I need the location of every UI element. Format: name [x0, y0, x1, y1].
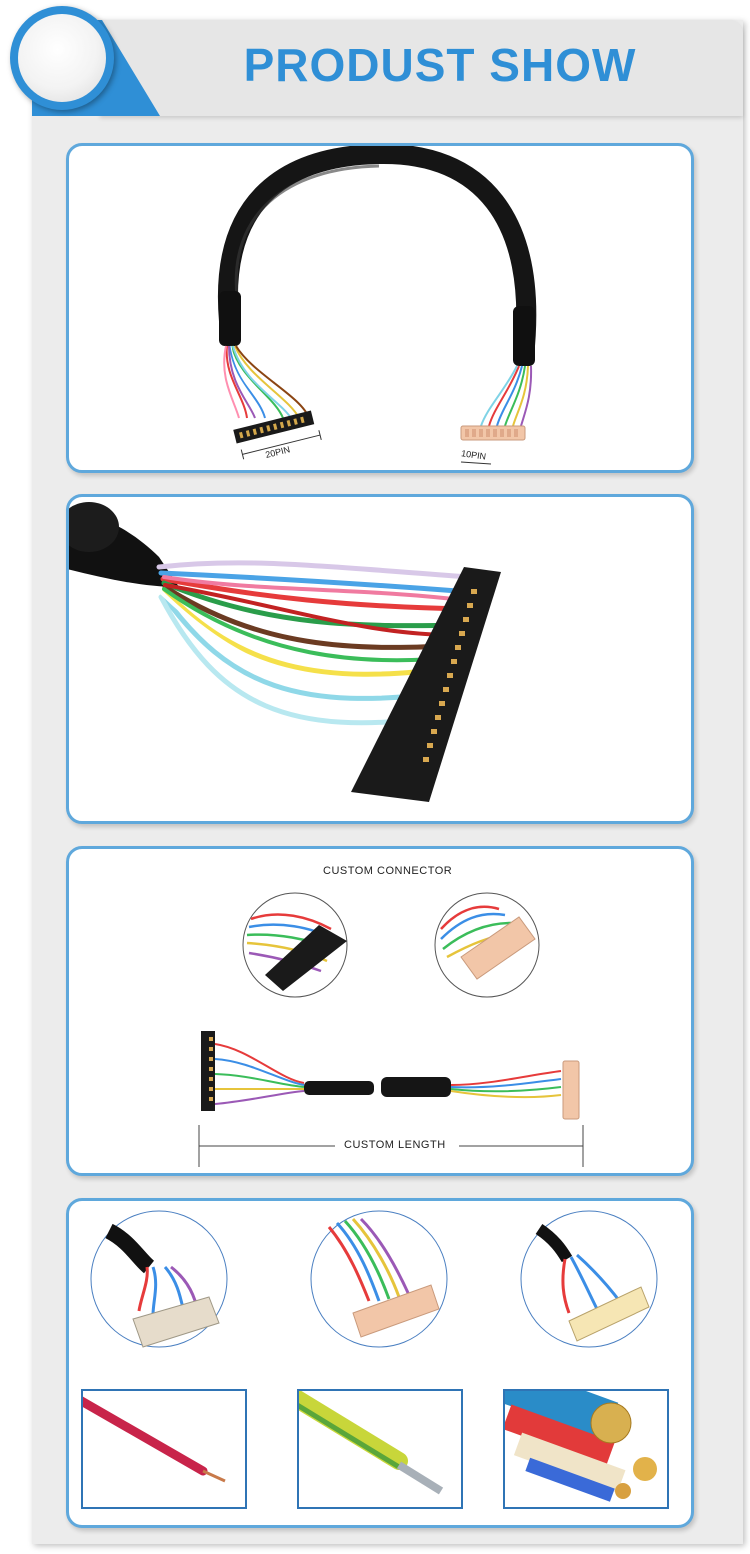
- custom-length-caption: CUSTOM LENGTH: [344, 1139, 446, 1151]
- product-panel-custom: CUSTOM CONNECTOR: [66, 846, 694, 1176]
- product-panel-cable: 20PIN 10PIN: [66, 143, 694, 473]
- wire-thumb-yellow-green: [297, 1389, 463, 1509]
- header-bar: [100, 20, 743, 116]
- custom-options-image: [198, 892, 584, 1167]
- variant-circles: [90, 1210, 658, 1348]
- left-connector-label: 20PIN: [264, 444, 291, 460]
- cable-assembly-image: 20PIN 10PIN: [217, 146, 537, 465]
- page-title: PRODUST SHOW: [243, 39, 637, 91]
- cable-thumb-multicore: [503, 1389, 669, 1509]
- circle-badge-icon: [10, 6, 114, 110]
- right-connector-label: 10PIN: [461, 448, 487, 461]
- product-panel-closeup: [66, 494, 694, 824]
- wire-thumb-red: [81, 1389, 247, 1509]
- product-panel-variants: [66, 1198, 694, 1528]
- custom-connector-caption: CUSTOM CONNECTOR: [323, 865, 453, 877]
- connector-closeup-image: [69, 502, 501, 802]
